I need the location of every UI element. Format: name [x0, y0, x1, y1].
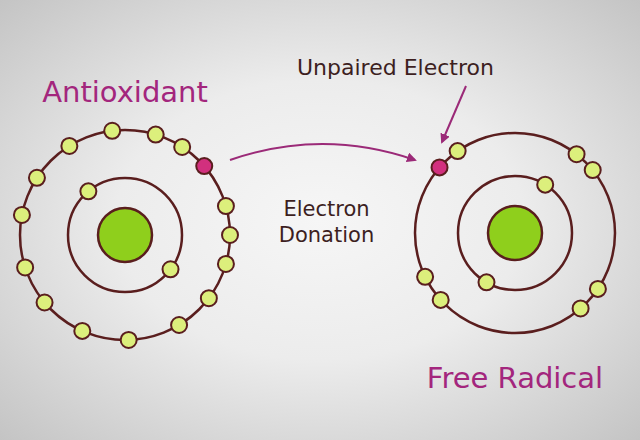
outer-shell [415, 133, 615, 333]
electron [163, 261, 179, 277]
electron [104, 123, 120, 139]
nucleus [488, 206, 542, 260]
electron [61, 138, 77, 154]
inner-shell [458, 176, 572, 290]
electron [590, 281, 606, 297]
callout-label: Unpaired Electron [297, 54, 494, 82]
transfer-electron [432, 159, 448, 175]
electron [148, 127, 164, 143]
leader-arrow [442, 86, 466, 142]
electron [17, 259, 33, 275]
inner-shell [68, 178, 182, 292]
outer-shell [20, 130, 230, 340]
electron [585, 162, 601, 178]
electron [121, 332, 137, 348]
atom-shape [20, 130, 230, 340]
electron [218, 256, 234, 272]
atom: Antioxidant [20, 130, 230, 340]
nucleus [98, 208, 152, 262]
electron [479, 274, 495, 290]
electron [14, 207, 30, 223]
electron [174, 139, 190, 155]
electron [201, 290, 217, 306]
electron [171, 317, 187, 333]
transfer-electron [196, 158, 212, 174]
electron [37, 294, 53, 310]
atom: Free Radical [415, 133, 615, 333]
edge-label: Electron Donation [262, 196, 392, 249]
electron [569, 146, 585, 162]
atom-heading: Free Radical [427, 361, 603, 396]
electron [29, 170, 45, 186]
electron [433, 292, 449, 308]
atom-shape [415, 133, 615, 333]
electron [80, 183, 96, 199]
atom-heading: Antioxidant [42, 75, 208, 110]
electron [573, 300, 589, 316]
electron [218, 198, 234, 214]
donation-arrow [230, 144, 415, 160]
electron [417, 269, 433, 285]
electron [450, 143, 466, 159]
electron [74, 323, 90, 339]
electron [537, 177, 553, 193]
electron [222, 227, 238, 243]
